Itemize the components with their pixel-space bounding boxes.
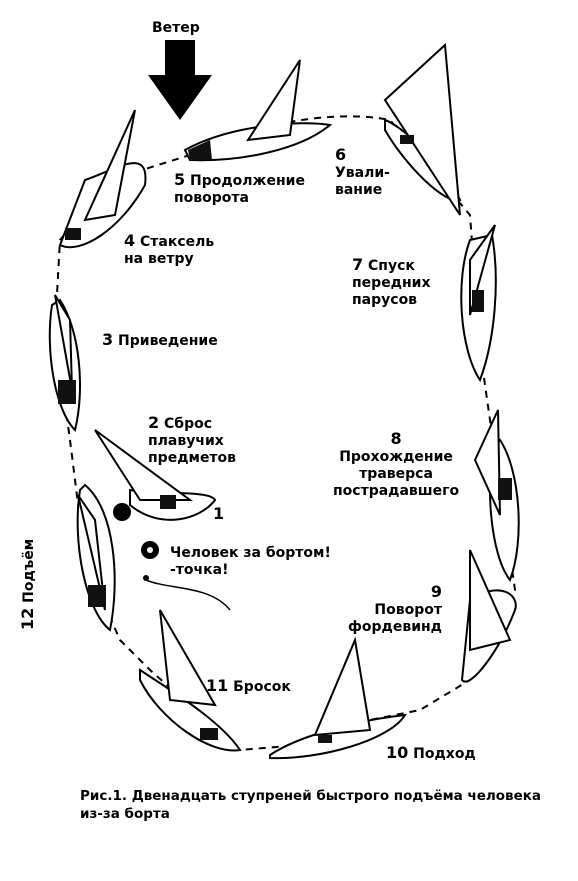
boat-7 <box>460 224 497 383</box>
step-2-label: 2 Сброс плавучих предметов <box>148 413 237 466</box>
wind-arrow-icon <box>148 40 212 120</box>
boat-11 <box>139 609 242 752</box>
boat-8 <box>473 409 520 583</box>
man-overboard-icon <box>113 503 231 611</box>
figure-caption: Рис.1. Двенадцать ступреней быстрого под… <box>80 788 541 822</box>
step-4-label: 4 Стаксель на ветру <box>124 231 215 267</box>
man-overboard-label: Человек за бортом! -точка! <box>170 545 331 578</box>
step-7-label: 7 Спуск передних парусов <box>352 255 431 308</box>
boat-1 <box>94 429 217 521</box>
step-1-number: 1 <box>213 504 225 523</box>
boat-4 <box>58 109 147 249</box>
boat-9 <box>460 549 517 683</box>
boat-5 <box>183 59 333 162</box>
step-12-label: 12 Подъём <box>18 538 37 630</box>
boat-12 <box>76 483 116 632</box>
step-5-label: 5 Продолжение поворота <box>174 170 305 206</box>
boat-3 <box>48 294 81 432</box>
boat-10 <box>269 636 407 760</box>
step-11-label: 11 Бросок <box>206 676 291 695</box>
boat-6 <box>383 42 462 216</box>
wind-label: Ветер <box>152 20 200 36</box>
step-10-label: 10 Подход <box>386 743 476 762</box>
step-3-label: 3 Приведение <box>102 330 218 349</box>
